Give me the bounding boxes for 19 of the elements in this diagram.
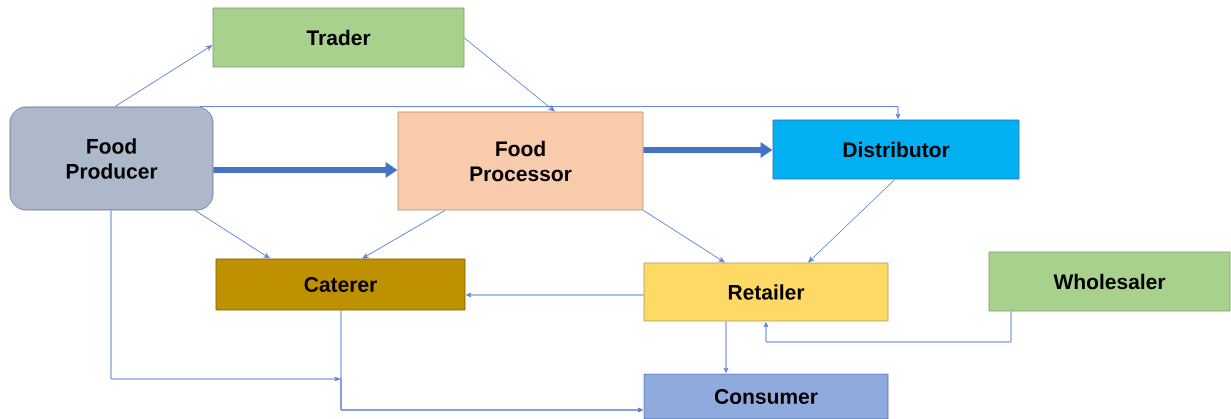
- process-box: Wholesaler: [988, 251, 1231, 312]
- process-box: Caterer: [215, 258, 466, 311]
- arrow: [463, 37, 555, 112]
- arrow: [808, 178, 896, 263]
- process-box: Food Processor: [397, 111, 644, 211]
- arrow: [110, 209, 643, 413]
- process-box: Trader: [212, 7, 465, 68]
- arrow: [466, 292, 645, 298]
- rounded-box: Food Producer: [9, 106, 214, 211]
- process-box: Consumer: [643, 373, 889, 419]
- arrow: [114, 45, 213, 108]
- arrow: [642, 209, 725, 263]
- process-box: Distributor: [772, 119, 1020, 180]
- arrow: [723, 320, 729, 373]
- process-box: Retailer: [643, 262, 889, 322]
- arrow: [194, 209, 270, 259]
- arrow: [362, 209, 446, 259]
- arrow: [199, 106, 901, 119]
- arrow: [763, 310, 1012, 343]
